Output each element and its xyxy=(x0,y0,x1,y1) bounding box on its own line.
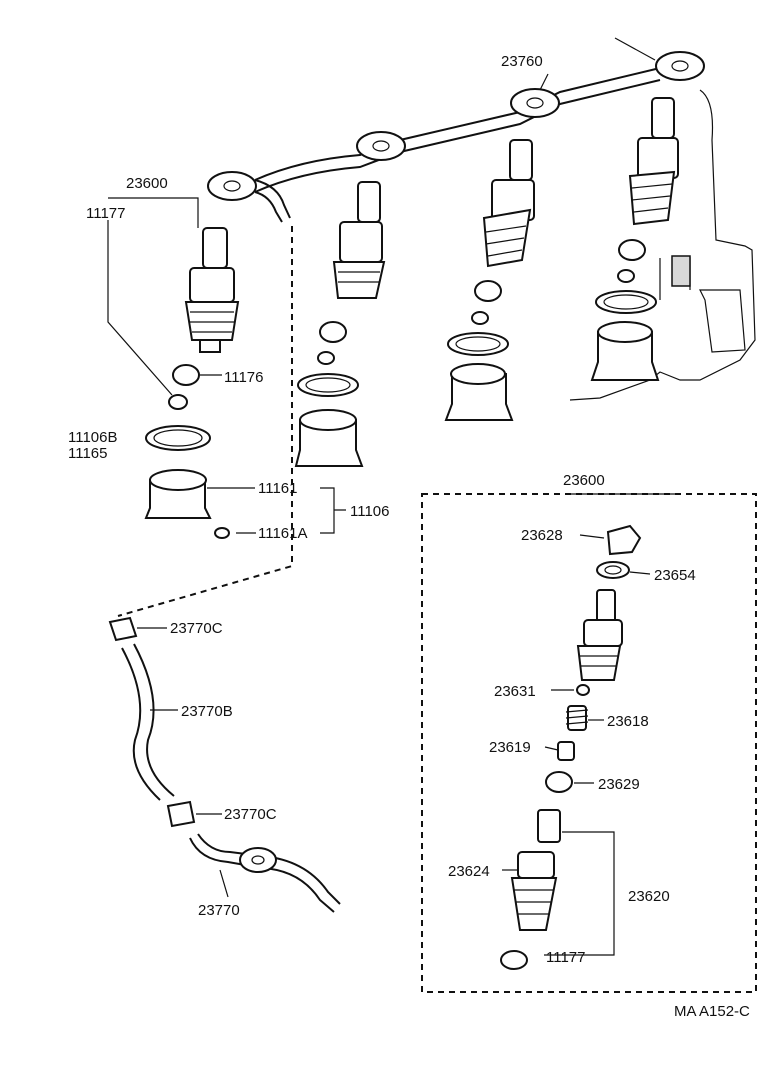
label-23600-box: 23600 xyxy=(563,472,605,489)
label-23619: 23619 xyxy=(489,739,531,756)
injector-assembly-3 xyxy=(482,139,535,268)
label-23618: 23618 xyxy=(607,713,649,730)
routing-dash-line xyxy=(117,226,293,617)
label-11176: 11176 xyxy=(224,369,264,386)
return-hose-assembly xyxy=(108,616,341,913)
label-23620: 23620 xyxy=(628,888,670,905)
label-11165: 11165 xyxy=(68,445,108,462)
label-11106B: 11106B xyxy=(68,429,118,446)
label-11161A: 11161A xyxy=(258,525,308,542)
label-23631: 23631 xyxy=(494,683,536,700)
cylinder-3-seals xyxy=(444,280,514,421)
subassembly-box xyxy=(421,493,757,993)
injector-assembly-4 xyxy=(628,97,679,226)
cylinder-4-seals xyxy=(590,239,660,381)
catalog-code: MA A152-C xyxy=(674,1003,750,1020)
injector-assembly-2 xyxy=(332,181,386,299)
label-11161: 11161 xyxy=(258,480,298,497)
leader-lines xyxy=(107,73,549,898)
engine-head-outline xyxy=(569,37,756,401)
cylinder-1-seals xyxy=(144,364,230,539)
cylinder-2-seals xyxy=(294,321,364,467)
part-labels: 23600 11177 23760 11176 11106B 11165 111… xyxy=(68,53,750,1020)
label-11106: 11106 xyxy=(350,503,390,520)
injector-assembly-1 xyxy=(184,227,240,353)
label-23628: 23628 xyxy=(521,527,563,544)
label-23770C-top: 23770C xyxy=(170,620,223,637)
label-11177-box: 11177 xyxy=(546,949,586,966)
leak-pipe-23760 xyxy=(207,51,705,223)
label-23760: 23760 xyxy=(501,53,543,70)
label-23629: 23629 xyxy=(598,776,640,793)
label-11177-upper: 11177 xyxy=(86,205,126,222)
subassembly-leaders xyxy=(502,534,651,956)
label-23624: 23624 xyxy=(448,863,490,880)
label-23654: 23654 xyxy=(654,567,696,584)
label-23770C-bottom: 23770C xyxy=(224,806,277,823)
label-23770B: 23770B xyxy=(181,703,233,720)
subassembly-parts xyxy=(500,524,642,970)
label-23600-upper: 23600 xyxy=(126,175,168,192)
label-23770: 23770 xyxy=(198,902,240,919)
